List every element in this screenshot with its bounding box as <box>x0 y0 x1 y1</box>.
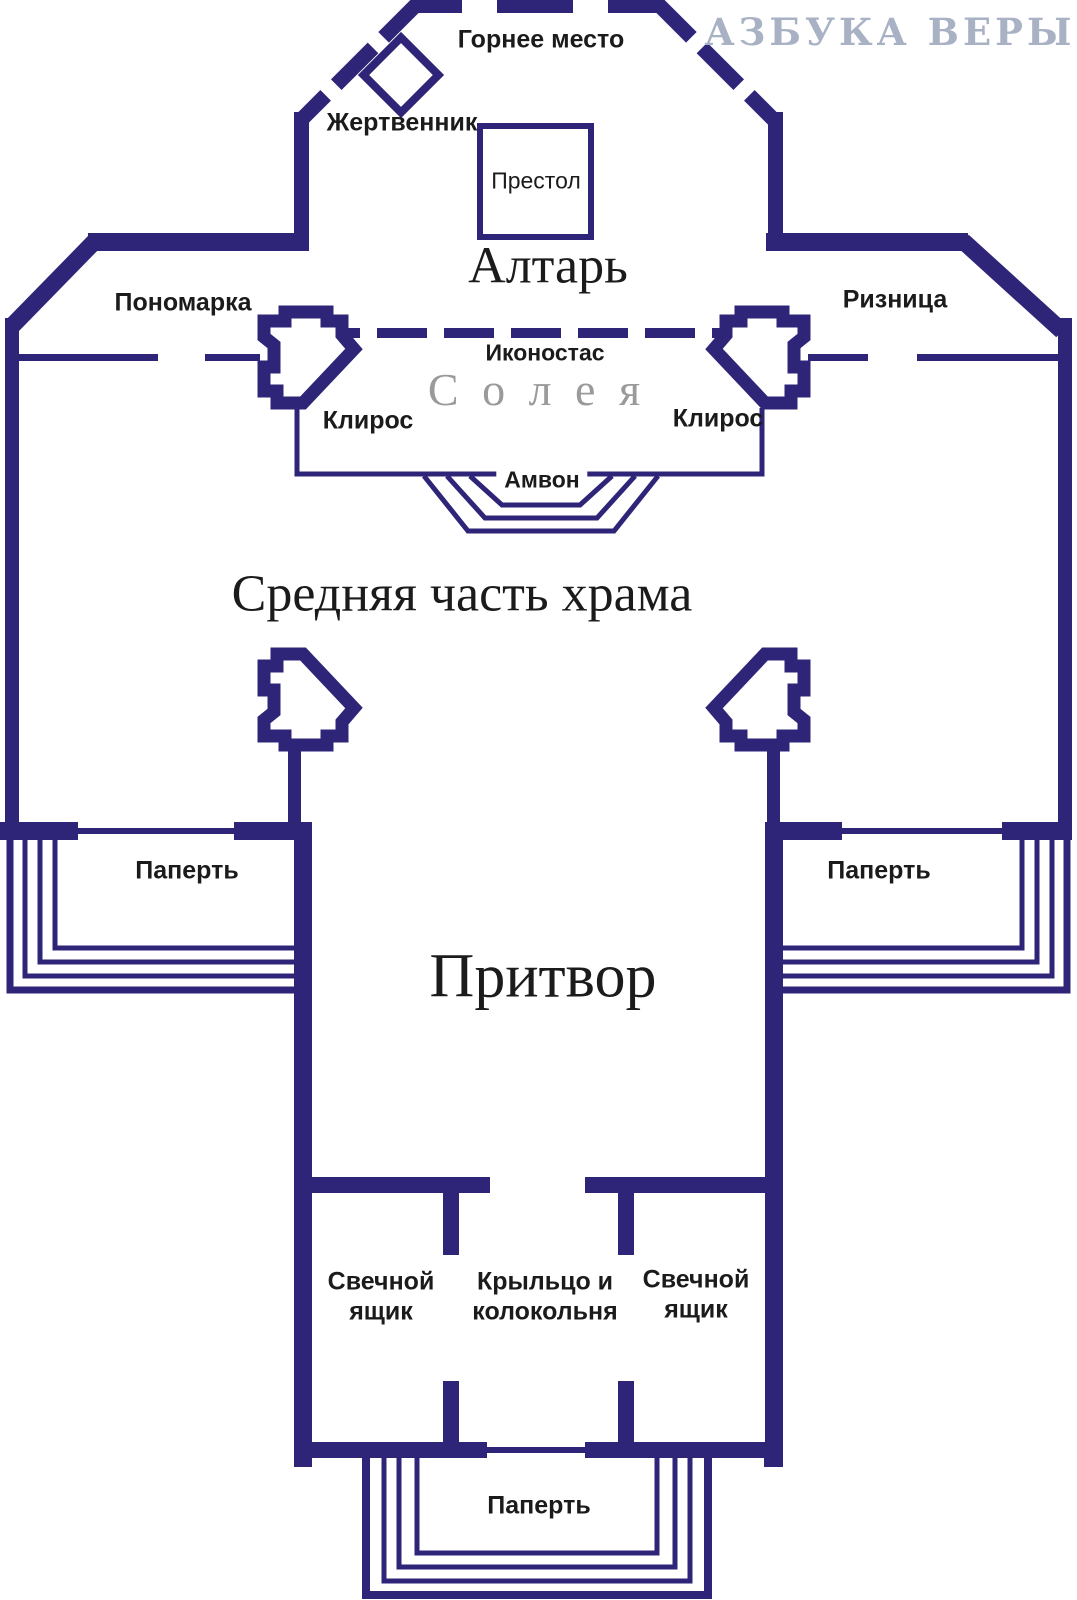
pillars <box>257 305 811 752</box>
label-prestol: Престол <box>491 167 581 194</box>
wing-walls <box>4 233 1072 838</box>
papert-steps-left <box>6 840 294 994</box>
watermark-azbuka-very: АЗБУКА ВЕРЫ <box>704 10 1076 55</box>
label-pritvor: Притвор <box>429 942 657 1011</box>
label-kryltso: Крыльцо и колокольня <box>472 1267 618 1326</box>
papert-steps-right <box>783 840 1071 994</box>
nave-bottom-walls <box>0 822 1072 840</box>
papert-steps-bottom <box>362 1458 712 1599</box>
label-svechnoy-left: Свечной ящик <box>327 1267 435 1326</box>
label-papert-left: Паперть <box>135 856 239 885</box>
label-papert-bottom: Паперть <box>487 1491 591 1520</box>
label-ikonostas: Иконостас <box>485 339 605 366</box>
belltower-walls <box>294 1177 783 1467</box>
label-svechnoy-right: Свечной ящик <box>642 1265 750 1324</box>
label-papert-right: Паперть <box>827 856 931 885</box>
zhertvennik-table <box>357 31 445 119</box>
label-riznitsa: Ризница <box>842 285 948 314</box>
pillar-upper-left <box>257 305 363 410</box>
apse-walls <box>294 0 783 251</box>
interior-thin-walls <box>12 354 1065 361</box>
label-soleya: С о л е я <box>427 363 647 415</box>
label-altar: Алтарь <box>468 237 628 295</box>
pillar-lower-left <box>257 647 363 752</box>
label-gornee-mesto: Горнее место <box>457 25 625 54</box>
label-srednyaya-chast: Средняя часть храма <box>231 565 693 623</box>
pritvor-walls <box>294 822 783 1458</box>
label-kliros-left: Клирос <box>322 406 414 435</box>
ambon-steps <box>422 474 660 534</box>
pillar-upper-right <box>705 305 811 410</box>
pillar-lower-right <box>705 647 811 752</box>
pillar-stems <box>288 742 780 830</box>
label-amvon: Амвон <box>496 466 588 494</box>
prestol-table <box>477 123 594 240</box>
label-zhertvennik: Жертвенник <box>326 108 478 137</box>
label-ponomarka: Пономарка <box>114 288 252 317</box>
label-kliros-right: Клирос <box>672 404 764 433</box>
